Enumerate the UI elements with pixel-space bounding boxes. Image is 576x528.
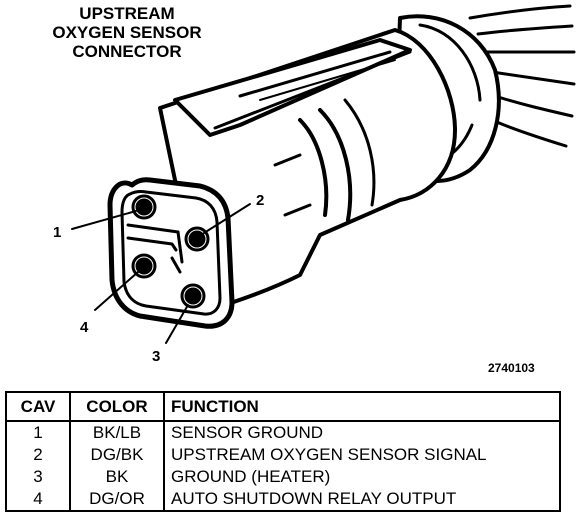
header-function: FUNCTION	[163, 391, 561, 422]
pin-label-1: 1	[53, 224, 61, 241]
cell-cav: 1	[5, 421, 71, 444]
cell-cav: 2	[5, 444, 71, 466]
cavity-3	[180, 283, 206, 309]
leader-line-4	[94, 271, 139, 311]
table-row: 3 BK GROUND (HEATER)	[5, 466, 561, 488]
cell-function: UPSTREAM OXYGEN SENSOR SIGNAL	[163, 444, 561, 466]
cell-color: DG/OR	[69, 488, 165, 512]
title-line-2: OXYGEN SENSOR	[52, 23, 202, 42]
cell-function: SENSOR GROUND	[163, 421, 561, 444]
connector-illustration: 1 2 4 3	[53, 4, 576, 365]
leader-line-1	[71, 210, 137, 230]
table-header-row: CAV COLOR FUNCTION	[5, 391, 561, 422]
diagram-title: UPSTREAM OXYGEN SENSOR CONNECTOR	[22, 4, 232, 61]
figure-id: 2740103	[488, 361, 535, 375]
cell-color: DG/BK	[69, 444, 165, 466]
table-row: 2 DG/BK UPSTREAM OXYGEN SENSOR SIGNAL	[5, 444, 561, 466]
title-line-3: CONNECTOR	[72, 42, 182, 61]
leader-line-2	[203, 203, 251, 234]
cell-cav: 4	[5, 488, 71, 512]
cavity-table: CAV COLOR FUNCTION 1 BK/LB SENSOR GROUND…	[5, 391, 561, 512]
cavity-1	[131, 194, 157, 220]
table-row: 4 DG/OR AUTO SHUTDOWN RELAY OUTPUT	[5, 488, 561, 512]
table-row: 1 BK/LB SENSOR GROUND	[5, 421, 561, 444]
header-color: COLOR	[69, 391, 165, 422]
cell-cav: 3	[5, 466, 71, 488]
leader-line-3	[165, 304, 189, 344]
header-cav: CAV	[5, 391, 71, 422]
cell-function: AUTO SHUTDOWN RELAY OUTPUT	[163, 488, 561, 512]
pin-label-3: 3	[152, 348, 160, 365]
cavity-2	[184, 226, 210, 252]
cell-function: GROUND (HEATER)	[163, 466, 561, 488]
cell-color: BK	[69, 466, 165, 488]
title-line-1: UPSTREAM	[79, 4, 175, 23]
pin-label-4: 4	[80, 319, 89, 336]
pin-label-2: 2	[256, 192, 264, 209]
cell-color: BK/LB	[69, 421, 165, 444]
connector-face	[107, 177, 235, 329]
